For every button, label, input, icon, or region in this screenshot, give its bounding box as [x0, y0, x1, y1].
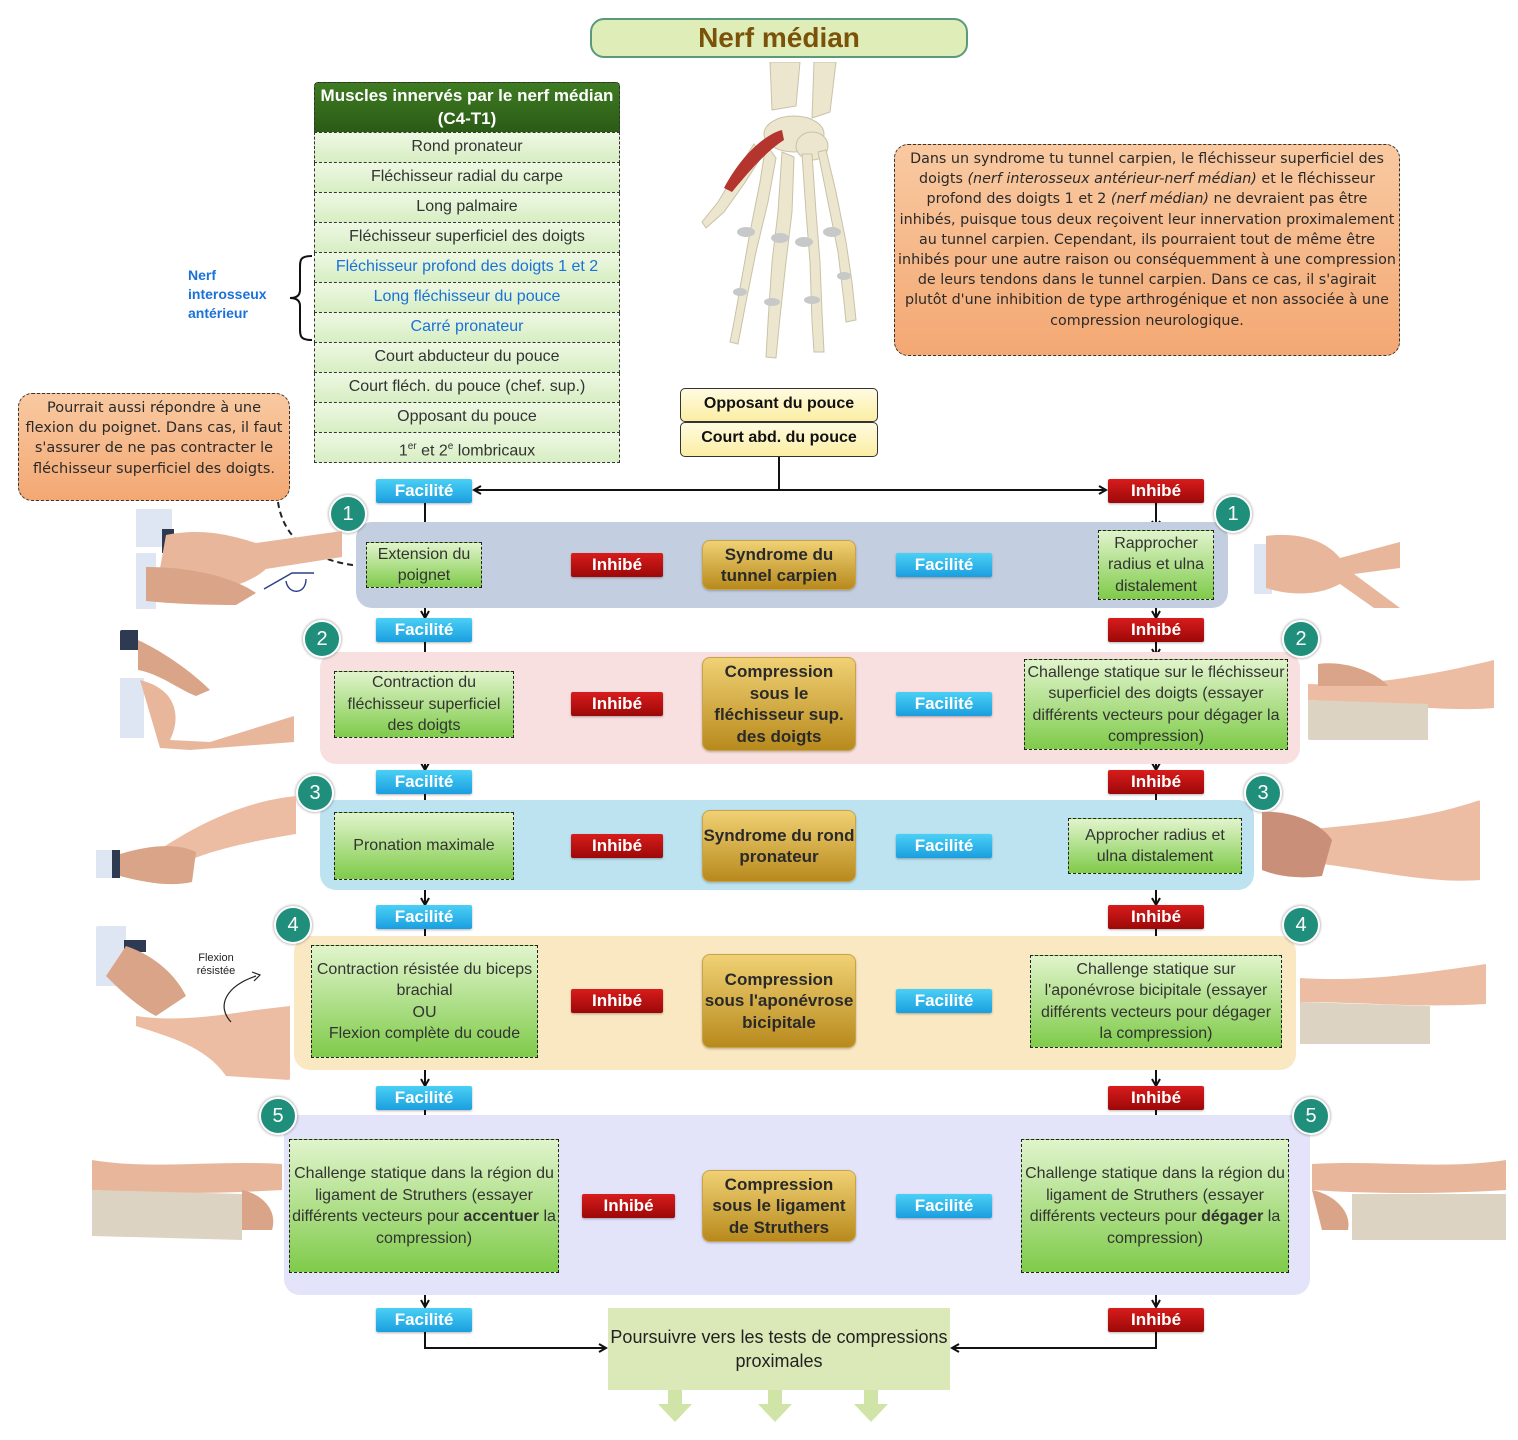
- muscle-row: Long fléchisseur du pouce: [314, 283, 620, 313]
- photo-step-2-left: [120, 630, 294, 750]
- badge-inhibe: Inhibé: [1108, 479, 1204, 503]
- step-1-left-test: Extension du poignet: [366, 542, 482, 588]
- step-1-right-test: Rapprocher radius et ulna distalement: [1098, 530, 1214, 600]
- badge-facilite: Facilité: [376, 770, 472, 794]
- hand-skeleton-image: [701, 62, 857, 359]
- step-5-result: Compression sous le ligament de Struther…: [702, 1170, 856, 1242]
- muscle-row: Long palmaire: [314, 193, 620, 223]
- step-1-result: Syndrome du tunnel carpien: [702, 540, 856, 590]
- page-title: Nerf médian: [590, 18, 968, 58]
- step-number-4-right: 4: [1282, 906, 1320, 944]
- photo-step-1-left: [136, 509, 342, 609]
- badge-inhibe: Inhibé: [1108, 1086, 1204, 1110]
- photo-step-2-right: [1308, 660, 1494, 740]
- step-5-left-text-bold: accentuer: [463, 1208, 540, 1225]
- badge-inhibe: Inhibé: [1108, 1308, 1204, 1332]
- badge-facilite: Facilité: [376, 905, 472, 929]
- badge-inhibe: Inhibé: [571, 834, 663, 858]
- muscle-row: Fléchisseur profond des doigts 1 et 2: [314, 253, 620, 283]
- lombricaux-sup1: er: [407, 441, 417, 452]
- lombricaux-sup2: e: [447, 441, 454, 452]
- note-text-3: et le fléchisseur profond des doigts 1 e…: [926, 171, 1376, 208]
- photo-step-3-left: [96, 796, 296, 885]
- photo-step-4-left: [96, 926, 290, 1080]
- badge-inhibe: Inhibé: [571, 989, 663, 1013]
- step-4-left-test: Contraction résistée du biceps brachial …: [311, 945, 538, 1058]
- photo-step-3-right: [1262, 800, 1480, 881]
- lombricaux-rest: lombricaux: [453, 442, 536, 460]
- step-5-right-text-post: la compression): [1106, 1208, 1281, 1247]
- interosseux-label: Nerf interosseux antérieur: [188, 267, 267, 321]
- badge-facilite: Facilité: [376, 1086, 472, 1110]
- lombricaux-mid: et 2: [416, 442, 448, 460]
- badge-facilite: Facilité: [896, 553, 992, 577]
- step-number-5-right: 5: [1292, 1097, 1330, 1135]
- muscles-table-header: Muscles innervés par le nerf médian (C4-…: [314, 82, 620, 132]
- step-number-1-right: 1: [1214, 495, 1252, 533]
- note-text-4: (nerf médian): [1110, 191, 1209, 208]
- step-5-left-test: Challenge statique dans la région du lig…: [289, 1139, 559, 1273]
- test-opposant-pouce: Opposant du pouce: [680, 388, 878, 422]
- step-number-5-left: 5: [259, 1097, 297, 1135]
- step-3-right-test: Approcher radius et ulna distalement: [1068, 818, 1242, 874]
- photo-step-5-left: [92, 1160, 282, 1240]
- badge-facilite: Facilité: [376, 618, 472, 642]
- step-5-left-text-post: la compression): [375, 1208, 556, 1247]
- step-number-4-left: 4: [274, 906, 312, 944]
- badge-facilite: Facilité: [896, 692, 992, 716]
- step-2-result: Compression sous le fléchisseur sup. des…: [702, 657, 856, 751]
- photo-step-5-right: [1312, 1160, 1506, 1240]
- step-5-right-text-bold: dégager: [1201, 1208, 1264, 1225]
- badge-inhibe: Inhibé: [582, 1194, 675, 1218]
- step-2-right-test: Challenge statique sur le fléchisseur su…: [1024, 659, 1288, 750]
- note-flexion-poignet: Pourrait aussi répondre à une flexion du…: [18, 393, 290, 501]
- muscle-row-lombricaux: 1er et 2e lombricaux: [314, 433, 620, 463]
- step-5-right-test: Challenge statique dans la région du lig…: [1021, 1139, 1289, 1273]
- badge-inhibe: Inhibé: [1108, 770, 1204, 794]
- badge-inhibe: Inhibé: [571, 692, 663, 716]
- step-3-left-test: Pronation maximale: [334, 812, 514, 880]
- badge-facilite: Facilité: [896, 989, 992, 1013]
- muscle-row: Rond pronateur: [314, 132, 620, 163]
- step-5-left-text-pre: Challenge statique dans la région du lig…: [292, 1165, 554, 1225]
- note-pointer-line: [277, 501, 361, 567]
- note-text-1: Dans un syndrome tu tunnel carpien, le f…: [910, 151, 1384, 188]
- badge-facilite: Facilité: [896, 1194, 992, 1218]
- muscle-row: Court abducteur du pouce: [314, 343, 620, 373]
- down-arrows-icon: [658, 1390, 888, 1422]
- note-text-2: (nerf interosseux antérieur-nerf médian): [967, 171, 1257, 188]
- muscles-table: Muscles innervés par le nerf médian (C4-…: [314, 82, 620, 463]
- step-2-left-test: Contraction du fléchisseur superficiel d…: [334, 671, 514, 738]
- curly-brace-icon: [289, 255, 313, 341]
- badge-inhibe: Inhibé: [571, 553, 663, 577]
- photo-step-4-right: [1300, 964, 1486, 1044]
- photo-annotation: Flexion résistée: [196, 952, 236, 977]
- step-number-3-left: 3: [296, 774, 334, 812]
- photo-step-1-right: [1254, 534, 1400, 608]
- step-number-2-left: 2: [303, 620, 341, 658]
- step-number-1-left: 1: [329, 495, 367, 533]
- step-number-3-right: 3: [1244, 774, 1282, 812]
- step-3-result: Syndrome du rond pronateur: [702, 810, 856, 882]
- step-4-right-test: Challenge statique sur l'aponévrose bici…: [1030, 955, 1282, 1048]
- final-next-step: Poursuivre vers les tests de compression…: [608, 1308, 950, 1390]
- note-tunnel-carpien: Dans un syndrome tu tunnel carpien, le f…: [894, 144, 1400, 356]
- step-4-result: Compression sous l'aponévrose bicipitale: [702, 954, 856, 1048]
- test-court-abducteur-pouce: Court abd. du pouce: [680, 422, 878, 457]
- badge-facilite: Facilité: [376, 1308, 472, 1332]
- muscle-row: Court fléch. du pouce (chef. sup.): [314, 373, 620, 403]
- badge-facilite: Facilité: [896, 834, 992, 858]
- badge-facilite: Facilité: [376, 479, 472, 503]
- muscle-row: Carré pronateur: [314, 313, 620, 343]
- badge-inhibe: Inhibé: [1108, 618, 1204, 642]
- muscle-row: Fléchisseur superficiel des doigts: [314, 223, 620, 253]
- badge-inhibe: Inhibé: [1108, 905, 1204, 929]
- muscle-row: Opposant du pouce: [314, 403, 620, 433]
- step-number-2-right: 2: [1282, 620, 1320, 658]
- lombricaux-n1: 1: [398, 442, 408, 460]
- note-text-5: ne devraient pas être inhibés, puisque t…: [898, 191, 1396, 329]
- step-5-right-text-pre: Challenge statique dans la région du lig…: [1025, 1165, 1285, 1225]
- muscle-row: Fléchisseur radial du carpe: [314, 163, 620, 193]
